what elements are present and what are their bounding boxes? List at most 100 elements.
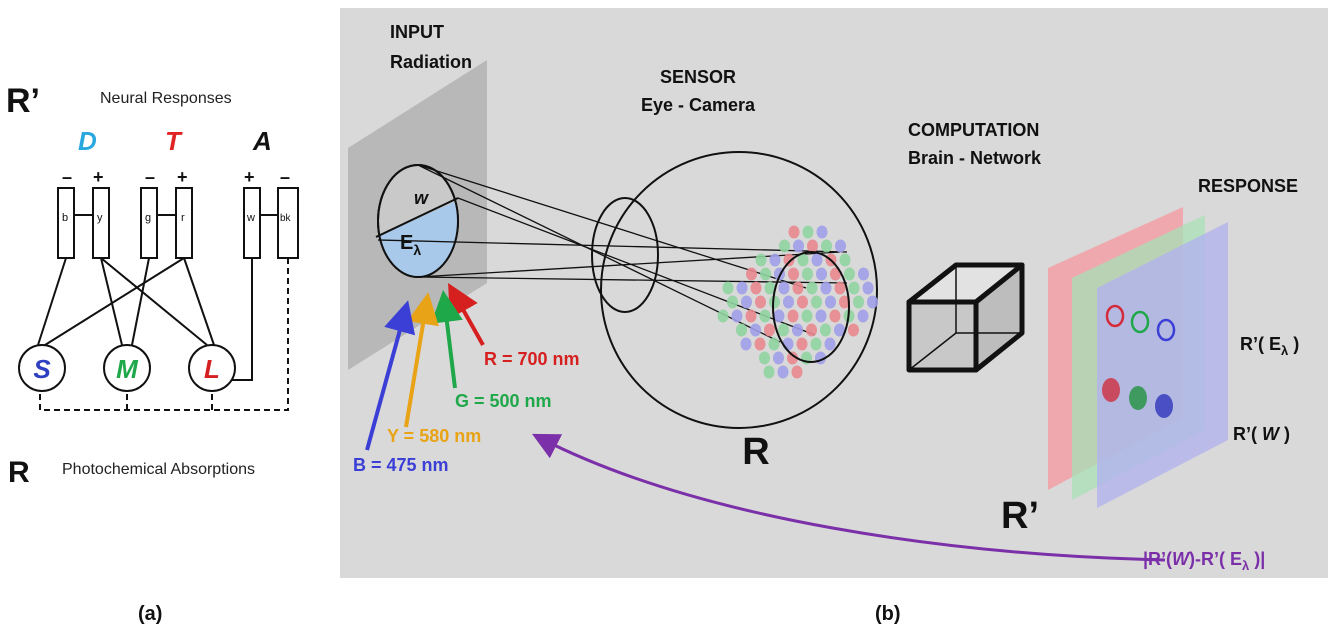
response-title: RESPONSE — [1198, 176, 1298, 196]
input-subtitle: Radiation — [390, 52, 472, 72]
feedback-arrow — [531, 433, 1166, 562]
retina-receptor — [791, 365, 803, 379]
retina-receptor — [769, 295, 780, 309]
retina-receptor — [867, 295, 878, 309]
arrow-yellow — [404, 292, 439, 428]
arrow-blue — [365, 300, 416, 451]
retina-receptor — [717, 309, 729, 323]
response-plane-blue — [1097, 222, 1228, 508]
panel-a-caption: (a) — [138, 603, 162, 625]
response-e-green — [1130, 310, 1150, 334]
response-w-green — [1129, 386, 1147, 410]
eye-ball — [600, 151, 878, 429]
retina-receptor — [857, 309, 869, 323]
retina-receptor — [778, 281, 790, 295]
retina-receptor — [754, 337, 766, 351]
response-e-label: R’( Eλ ) — [1240, 334, 1299, 358]
retina-receptor — [783, 295, 794, 309]
retina-receptor — [750, 281, 762, 295]
response-w-blue — [1155, 394, 1173, 418]
retina-receptor — [788, 267, 799, 281]
retina-patch — [772, 251, 850, 363]
cone-l — [188, 344, 236, 392]
retina-receptor — [816, 225, 828, 239]
e-label: Eλ — [400, 232, 421, 258]
wl-yellow-label: Y = 580 nm — [387, 426, 481, 446]
retina-receptor — [788, 225, 800, 239]
retina-receptor — [745, 309, 757, 323]
retina-receptor — [764, 323, 775, 337]
wl-red-label: R = 700 nm — [484, 349, 580, 369]
sign-a-pos: + — [244, 167, 255, 187]
retina-receptor — [820, 281, 832, 295]
panel-b: INPUT Radiation w Eλ SENSOR Eye - Camera… — [340, 8, 1328, 625]
retina-receptor — [835, 239, 846, 253]
retina-receptor — [824, 337, 836, 351]
sign-t-pos: + — [177, 167, 188, 187]
retina-receptor — [792, 323, 803, 337]
sign-t-neg: – — [145, 167, 155, 187]
response-e-red — [1105, 304, 1125, 328]
wl-green-label: G = 500 nm — [455, 391, 552, 411]
retina-receptor — [807, 239, 818, 253]
response-r-label: R’ — [1001, 495, 1039, 537]
panel-a-top-caption: Neural Responses — [100, 90, 232, 107]
box-r-label: r — [181, 212, 185, 224]
retina-receptor — [755, 295, 766, 309]
retina-receptor — [736, 323, 747, 337]
difference-label: |R’(W)-R’( Eλ )| — [1143, 549, 1265, 573]
retina-receptor — [802, 267, 813, 281]
wl-blue-label: B = 475 nm — [353, 455, 449, 475]
retina-receptor — [768, 337, 780, 351]
retina-receptor — [763, 365, 775, 379]
retina-receptor — [816, 267, 827, 281]
cone-l-label: L — [204, 354, 220, 384]
retina-receptor — [764, 281, 776, 295]
retina-receptor — [727, 295, 738, 309]
retina-receptor — [740, 337, 752, 351]
retina-receptor — [783, 253, 795, 267]
retina-receptor — [787, 309, 799, 323]
retina-receptor — [821, 239, 832, 253]
retina-receptor — [787, 351, 798, 365]
retina-receptor — [722, 281, 734, 295]
retina-receptor — [759, 351, 770, 365]
retina-receptor — [862, 281, 874, 295]
retina-receptor — [792, 281, 804, 295]
retina-receptor — [806, 281, 818, 295]
retina-receptor — [848, 323, 859, 337]
retina-receptor — [736, 281, 748, 295]
retina-receptor — [779, 239, 790, 253]
retina-receptor — [793, 239, 804, 253]
retina-receptor — [820, 323, 831, 337]
box-y-label: y — [97, 212, 103, 224]
panel-a-top-label: R’ — [6, 82, 40, 120]
retina-receptor — [782, 337, 794, 351]
retina-receptor — [769, 253, 781, 267]
retina-receptor — [834, 281, 846, 295]
retina-receptor — [802, 225, 814, 239]
box-b-label: b — [62, 212, 68, 224]
w-label: w — [414, 188, 429, 208]
retina-receptor — [830, 267, 841, 281]
eye-lens — [591, 197, 659, 313]
retina-receptor — [731, 309, 743, 323]
retina-mosaic — [717, 225, 878, 379]
retina-receptor — [810, 337, 822, 351]
retina-receptor — [811, 253, 823, 267]
panel-a: R’ Neural Responses D T A – + – + + – b … — [6, 82, 299, 625]
box-bk-label: bk — [280, 213, 292, 224]
retina-receptor — [759, 309, 771, 323]
cone-s-label: S — [33, 354, 51, 384]
arrow-green — [431, 290, 463, 389]
sign-d-pos: + — [93, 167, 104, 187]
sign-d-neg: – — [62, 167, 72, 187]
sensor-title: SENSOR — [660, 67, 736, 87]
retina-receptor — [839, 295, 850, 309]
response-w-label: R’( W ) — [1233, 424, 1290, 444]
retina-receptor — [839, 253, 851, 267]
response-e-blue — [1156, 318, 1176, 342]
retina-receptor — [844, 267, 855, 281]
retina-receptor — [801, 309, 813, 323]
input-title: INPUT — [390, 22, 444, 42]
